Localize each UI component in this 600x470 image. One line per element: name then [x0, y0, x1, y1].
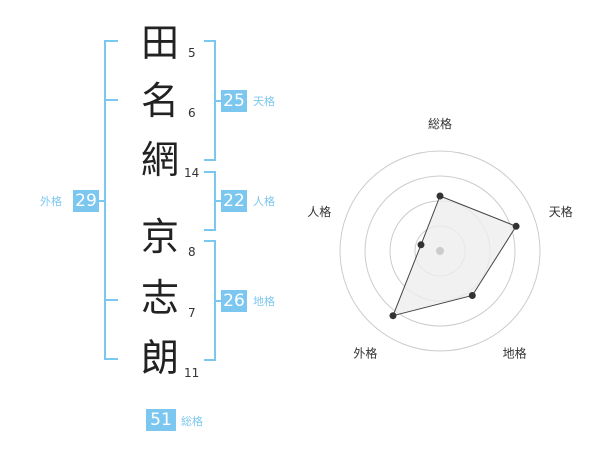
tenkaku-label: 天格 [253, 95, 275, 108]
radar-axis-label-4: 外格 [353, 346, 377, 361]
radar-point-1 [436, 192, 444, 200]
radar-points [389, 192, 520, 320]
radar-ring [339, 150, 541, 352]
chikaku-connector [214, 300, 222, 302]
soukaku-value-badge: 51 [146, 409, 176, 431]
stroke-count-1: 5 [188, 46, 196, 60]
tenkaku-bracket-top [204, 40, 216, 42]
radar-axis-label-5: 人格 [307, 204, 331, 219]
jinkaku-connector [214, 200, 222, 202]
radar-axis-label-1: 総格 [428, 116, 452, 131]
jinkaku-value-badge: 22 [221, 190, 247, 212]
name-char-6: 朗 [140, 336, 179, 380]
gaikaku-label: 外格 [40, 195, 62, 208]
name-char-5: 志 [140, 276, 179, 320]
stroke-count-6: 11 [184, 366, 200, 380]
gaikaku-connector [98, 200, 106, 202]
name-char-2: 名 [140, 79, 179, 123]
gaikaku-bracket-top [104, 40, 118, 42]
stroke-count-4: 8 [188, 245, 196, 259]
stroke-count-3: 14 [184, 166, 200, 180]
tenkaku-bracket-bottom [204, 159, 216, 161]
chikaku-bracket-top [204, 240, 216, 242]
radar-center-dot [436, 247, 444, 255]
chikaku-bracket-bottom [204, 359, 216, 361]
radar-point-2 [512, 222, 520, 230]
gaikaku-bracket-bottom [104, 358, 118, 360]
name-char-1: 田 [140, 21, 179, 65]
radar-point-5 [417, 241, 425, 249]
jinkaku-bracket-bottom [204, 229, 216, 231]
radar-axis-label-2: 天格 [549, 204, 573, 219]
stroke-count-2: 6 [188, 106, 196, 120]
radar-point-3 [468, 292, 476, 299]
name-char-3: 網 [140, 138, 179, 182]
jinkaku-label: 人格 [253, 195, 275, 208]
chikaku-value-badge: 26 [221, 290, 247, 312]
tenkaku-connector [214, 100, 222, 102]
tenkaku-value-badge: 25 [221, 90, 247, 112]
chikaku-label: 地格 [253, 295, 275, 308]
radar-polygon [392, 195, 517, 317]
gaikaku-bracket-tick [104, 99, 118, 101]
name-char-4: 京 [140, 215, 179, 259]
stroke-count-5: 7 [188, 306, 196, 320]
radar-ring [364, 175, 516, 327]
radar-point-4 [389, 312, 397, 320]
gaikaku-bracket-tick [104, 299, 118, 301]
jinkaku-bracket-top [204, 171, 216, 173]
radar-axis-label-3: 地格 [503, 346, 527, 361]
gaikaku-value-badge: 29 [73, 190, 99, 212]
soukaku-label: 総格 [181, 415, 203, 428]
